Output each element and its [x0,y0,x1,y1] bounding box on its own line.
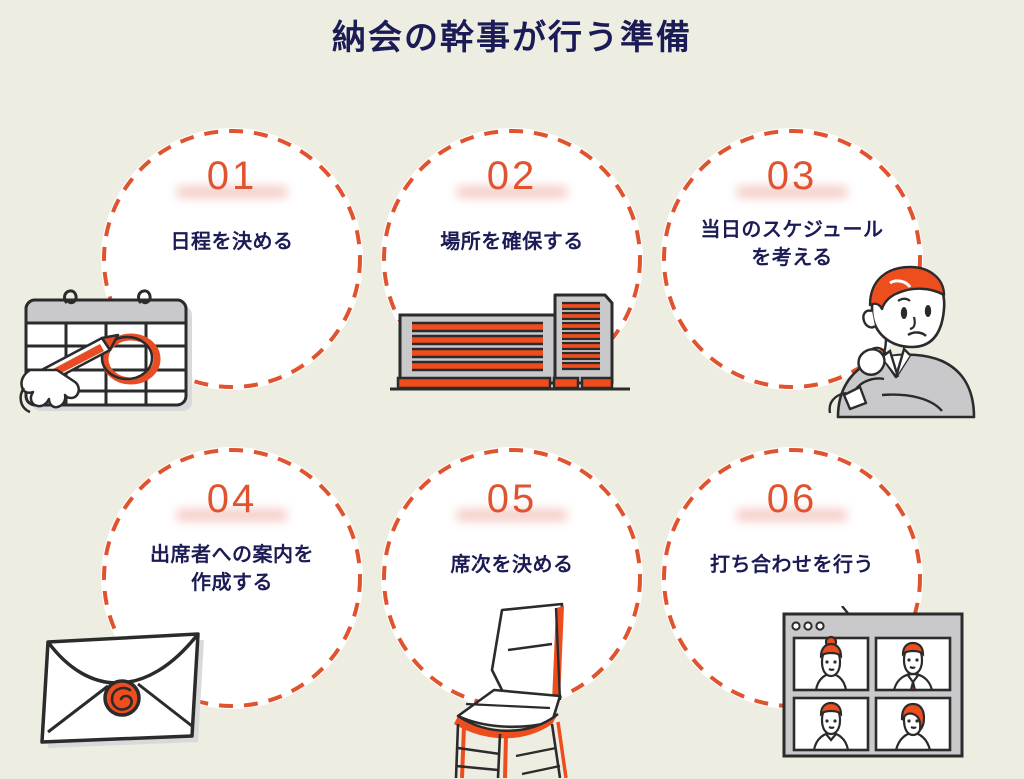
step-number: 05 [486,477,538,521]
step-label: 打ち合わせを行う [710,554,874,576]
step-number: 03 [766,154,818,198]
step-label-line-2: 作成する [191,572,273,595]
chair-icon [432,598,597,778]
step-label-line-1: 当日のスケジュール [700,219,884,241]
step-number: 02 [486,154,538,198]
step-number: 01 [206,154,258,198]
calendar-pencil-icon [14,278,214,418]
sealed-envelope-icon [38,618,210,753]
step-number: 04 [206,477,258,521]
step-label: 日程を決める [170,231,294,253]
step-label: 席次を決める [450,554,574,576]
page-title: 納会の幹事が行う準備 [332,19,692,57]
step-number: 06 [766,477,818,521]
thinking-person-icon [820,265,1000,420]
office-building-icon [390,285,635,395]
step-label: 出席者への案内を 作成する [109,541,355,598]
video-call-window-icon [776,606,976,766]
step-label: 場所を確保する [440,231,584,253]
step-label-line-1: 出席者への案内を [150,544,314,566]
